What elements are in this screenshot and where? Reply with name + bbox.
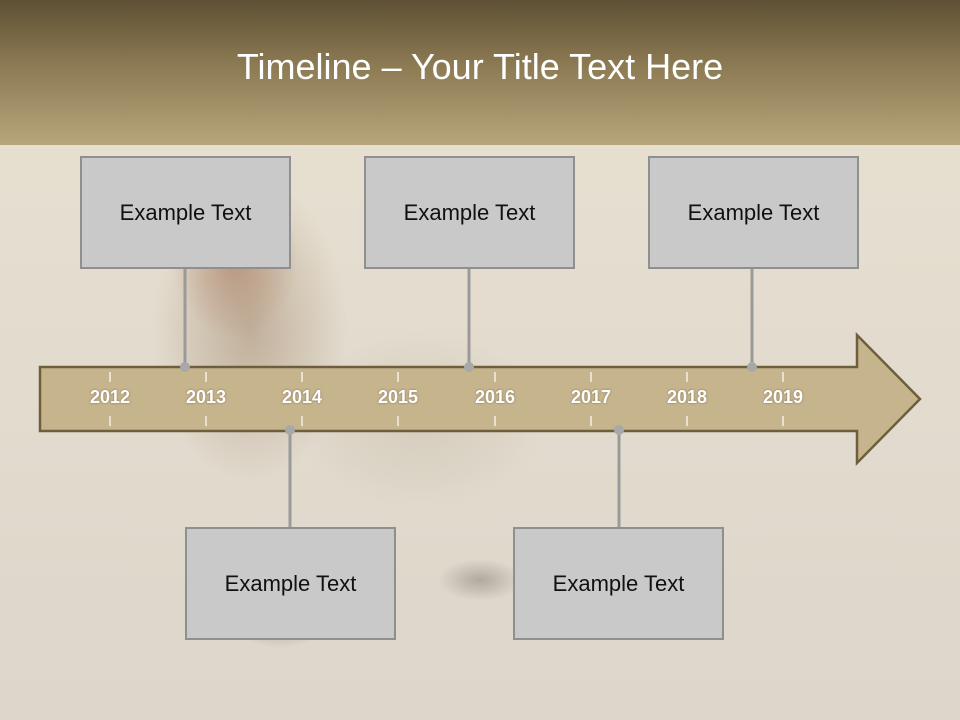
- event-box[interactable]: Example Text: [185, 527, 396, 640]
- year-label: 2015: [377, 387, 419, 407]
- connector-dot: [747, 362, 757, 372]
- event-text: Example Text: [119, 199, 252, 225]
- event-text: Example Text: [687, 199, 820, 225]
- event-text: Example Text: [224, 570, 357, 596]
- year-label: 2016: [474, 387, 516, 407]
- year-label: 2019: [762, 387, 804, 407]
- event-box[interactable]: Example Text: [364, 156, 575, 269]
- connector-dot: [464, 362, 474, 372]
- event-box[interactable]: Example Text: [80, 156, 291, 269]
- year-label: 2018: [666, 387, 708, 407]
- title-bar: Timeline – Your Title Text Here: [0, 0, 960, 145]
- event-box[interactable]: Example Text: [648, 156, 859, 269]
- event-text: Example Text: [552, 570, 685, 596]
- event-text: Example Text: [403, 199, 536, 225]
- slide-title[interactable]: Timeline – Your Title Text Here: [236, 46, 724, 87]
- connector-dot: [180, 362, 190, 372]
- connector-dot: [614, 425, 624, 435]
- year-ticks: [109, 372, 784, 426]
- timeline-arrow: [38, 331, 922, 467]
- year-label: 2012: [89, 387, 131, 407]
- connector-dot: [285, 425, 295, 435]
- year-label: 2017: [570, 387, 612, 407]
- event-box[interactable]: Example Text: [513, 527, 724, 640]
- year-label: 2013: [185, 387, 227, 407]
- year-label: 2014: [281, 387, 323, 407]
